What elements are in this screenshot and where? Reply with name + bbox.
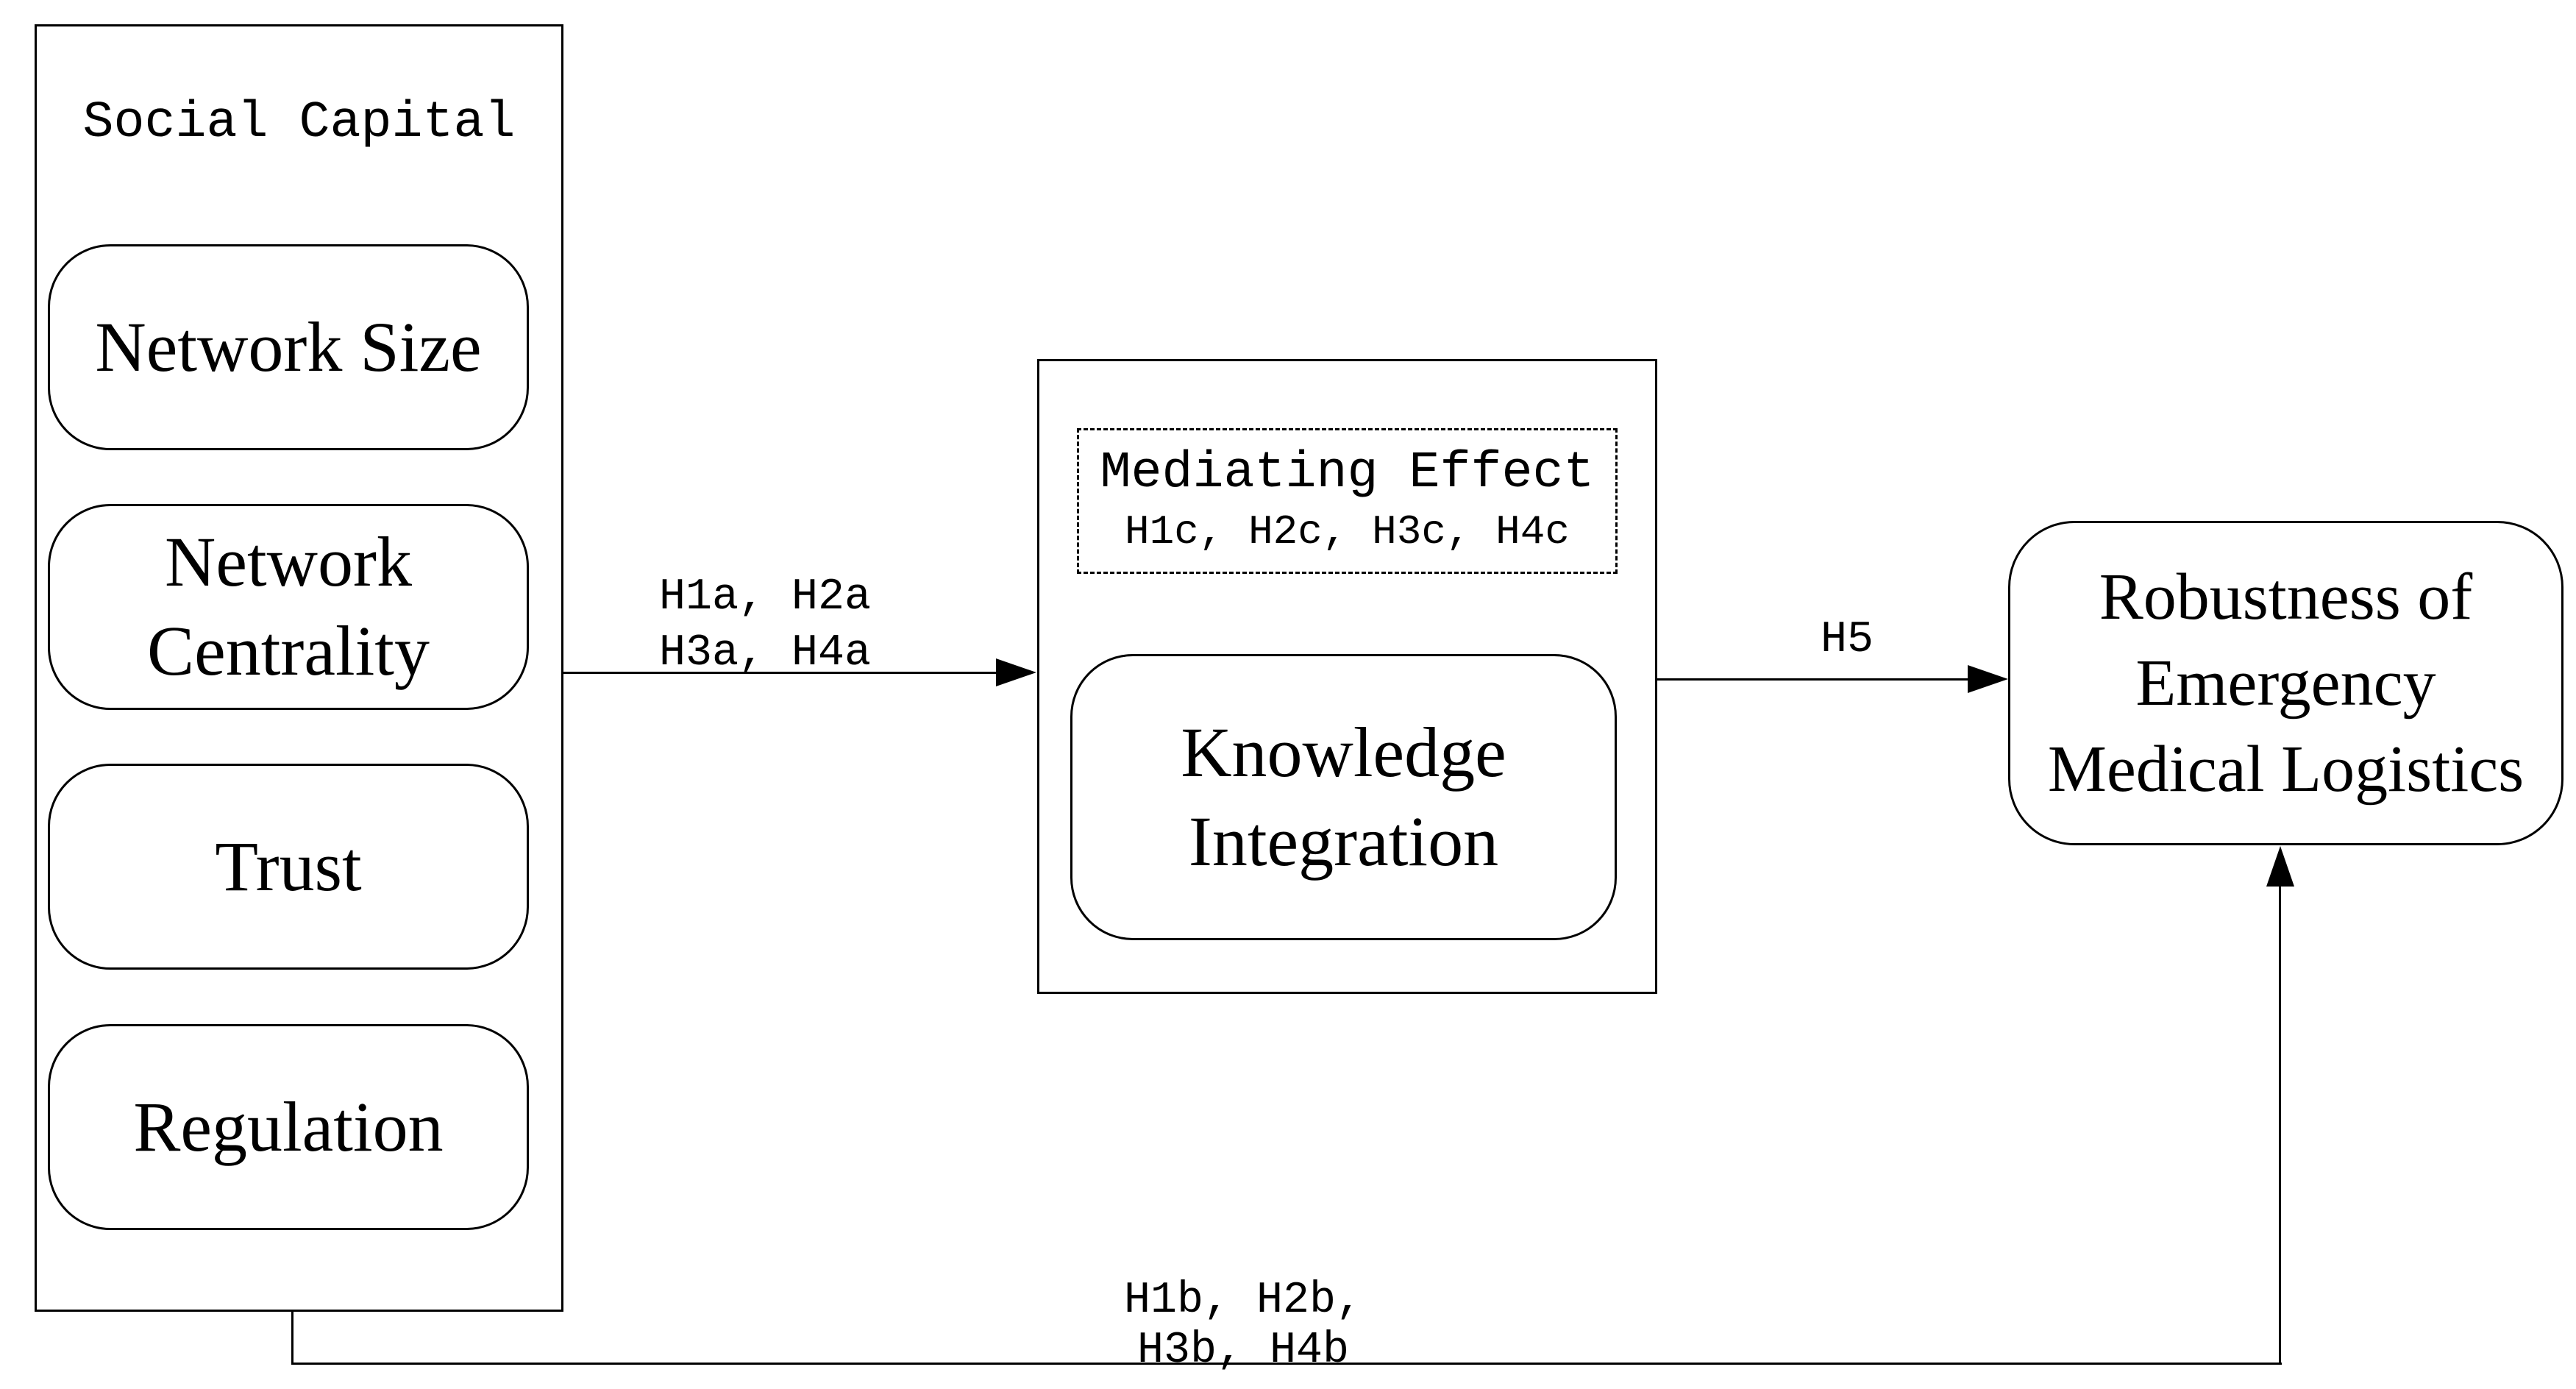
arrow-a-line	[563, 672, 1001, 674]
arrow-b-horizontal-line	[291, 1363, 2282, 1365]
arrow-h5-line	[1657, 678, 1970, 681]
arrow-h5-label: H5	[1820, 615, 1874, 665]
regulation-box: Regulation	[48, 1024, 529, 1230]
arrow-b-stub-down	[291, 1312, 293, 1365]
knowledge-integration-box: Knowledge Integration	[1070, 654, 1617, 940]
trust-box: Trust	[48, 764, 529, 970]
network-centrality-label: Network Centrality	[147, 522, 430, 690]
arrow-b-vertical-line	[2279, 883, 2281, 1365]
outcome-box: Robustness of Emergency Medical Logistic…	[2008, 521, 2563, 845]
network-centrality-box: Network Centrality	[48, 504, 529, 710]
social-capital-title: Social Capital	[82, 94, 516, 152]
regulation-label: Regulation	[133, 1087, 444, 1166]
network-size-box: Network Size	[48, 244, 529, 450]
arrow-b-label: H1b, H2b, H3b, H4b	[1123, 1276, 1363, 1376]
mediating-effect-box: Mediating Effect H1c, H2c, H3c, H4c	[1077, 428, 1618, 574]
mediating-effect-hypotheses: H1c, H2c, H3c, H4c	[1125, 508, 1570, 555]
arrow-b-head-icon	[2266, 846, 2294, 887]
arrow-h5-head-icon	[1968, 665, 2008, 693]
arrow-a-head-icon	[996, 658, 1036, 686]
mediating-effect-title: Mediating Effect	[1100, 444, 1595, 502]
network-size-label: Network Size	[95, 307, 482, 386]
outcome-label: Robustness of Emergency Medical Logistic…	[2047, 561, 2525, 806]
knowledge-integration-label: Knowledge Integration	[1181, 712, 1506, 881]
arrow-a-label-line1: H1a, H2a	[658, 572, 872, 622]
arrow-a-label-line2: H3a, H4a	[658, 628, 872, 678]
trust-label: Trust	[215, 826, 362, 906]
